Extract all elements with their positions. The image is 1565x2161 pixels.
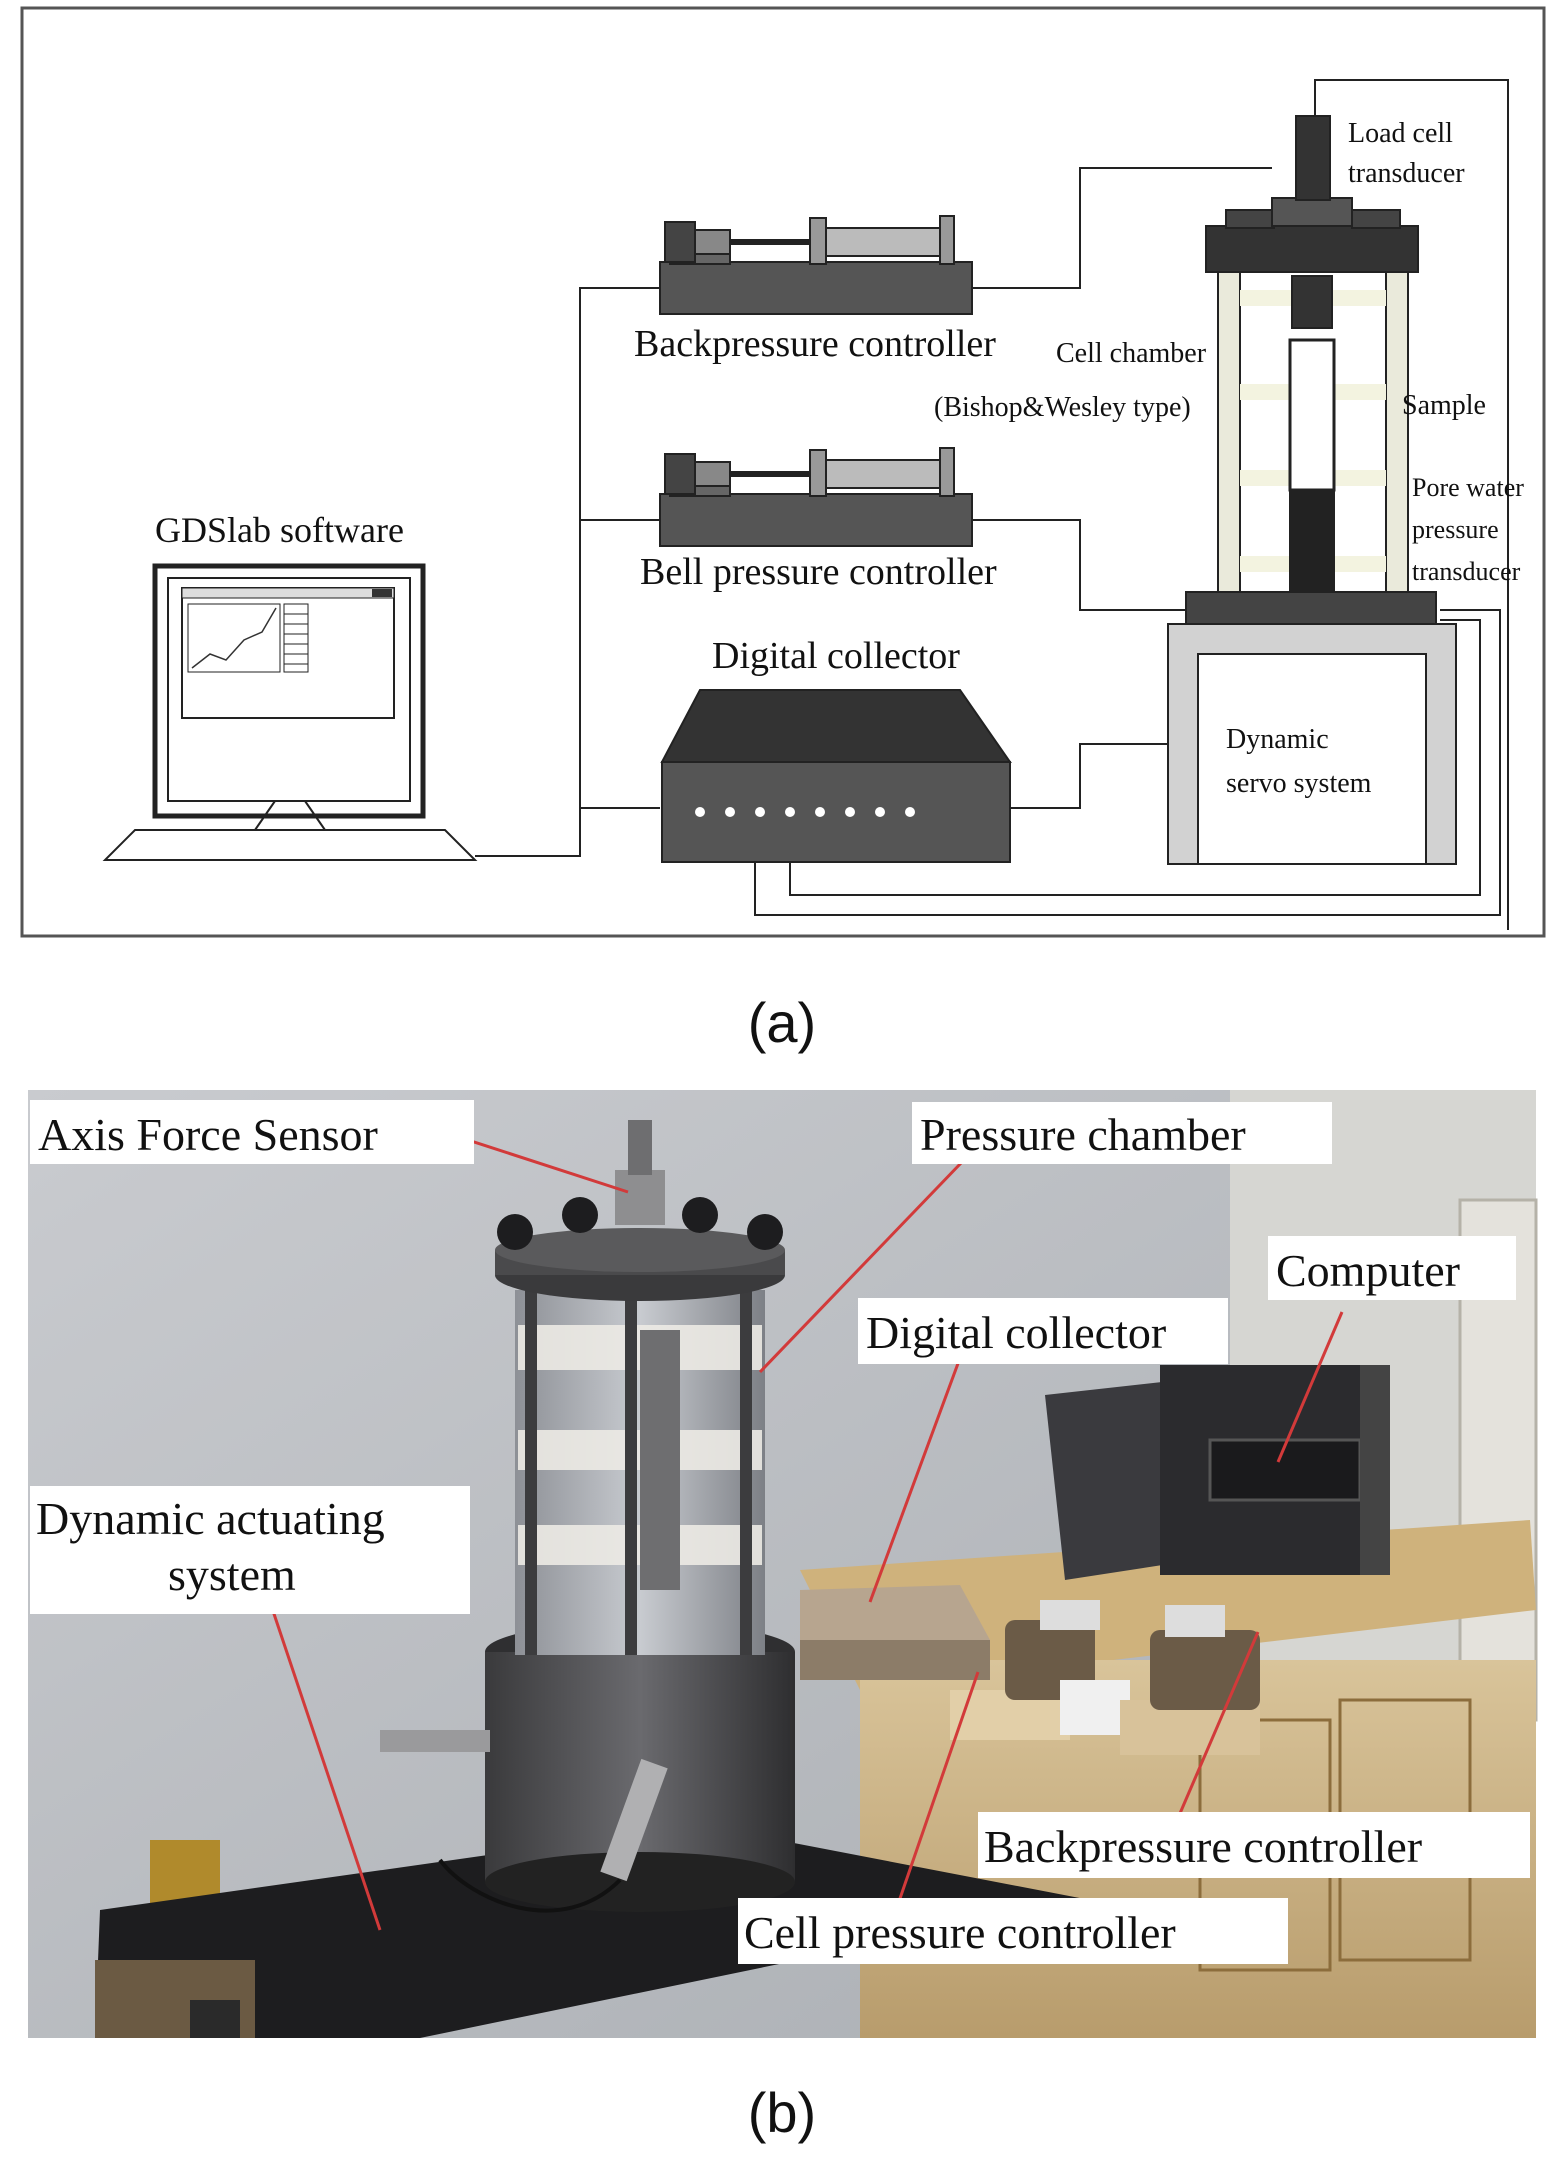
label-pore-water: Pore water	[1412, 473, 1524, 502]
label-digital-collector: Digital collector	[712, 635, 960, 677]
label-backpressure-controller: Backpressure controller	[634, 323, 996, 365]
label-pore-transducer: transducer	[1412, 557, 1521, 586]
caption-a: (a)	[748, 991, 816, 1054]
computer-monitor	[102, 563, 478, 861]
label-axis-force-sensor: Axis Force Sensor	[38, 1109, 378, 1160]
label-digital-collector-photo: Digital collector	[866, 1307, 1166, 1358]
label-backpressure-controller-photo: Backpressure controller	[984, 1821, 1422, 1872]
panel-b-photo: Axis Force Sensor Pressure chamber Compu…	[28, 1090, 1538, 2038]
label-dynamic: Dynamic	[1226, 724, 1329, 755]
label-dynamic-actuating: Dynamic actuating	[36, 1493, 385, 1544]
label-load-cell: Load cell	[1348, 118, 1453, 149]
photo-labels: Axis Force Sensor Pressure chamber Compu…	[30, 1100, 1530, 1964]
label-servo-system: servo system	[1226, 768, 1372, 799]
photo-actuating-base	[95, 1825, 1090, 2038]
label-dynamic-system: system	[168, 1549, 296, 1600]
photo-digital-collector	[800, 1585, 990, 1680]
triaxial-cell-device	[1167, 115, 1457, 865]
label-gdslab-software: GDSlab software	[155, 510, 404, 550]
label-bell-pressure-controller: Bell pressure controller	[640, 551, 997, 593]
label-load-cell-transducer: transducer	[1348, 158, 1465, 189]
label-cell-chamber-type: (Bishop&Wesley type)	[934, 392, 1191, 423]
label-pore-pressure: pressure	[1412, 515, 1499, 544]
photo-computer	[1045, 1365, 1390, 1580]
photo-triaxial-cell	[380, 1120, 795, 1913]
collector-ports	[695, 807, 915, 817]
label-sample: Sample	[1402, 390, 1486, 421]
digital-collector-device	[660, 689, 1012, 863]
label-cell-chamber: Cell chamber	[1056, 338, 1207, 369]
label-cell-pressure-controller: Cell pressure controller	[744, 1907, 1176, 1958]
panel-a-schematic: GDSlab software Backpressure controller …	[20, 6, 1546, 938]
backpressure-controller-device	[659, 215, 973, 315]
bell-pressure-controller-device	[659, 447, 973, 547]
caption-b: (b)	[748, 2081, 816, 2144]
leader-lines	[266, 1138, 1344, 1943]
label-pressure-chamber: Pressure chamber	[920, 1109, 1246, 1160]
connection-lines	[475, 79, 1509, 930]
label-computer: Computer	[1276, 1245, 1460, 1296]
